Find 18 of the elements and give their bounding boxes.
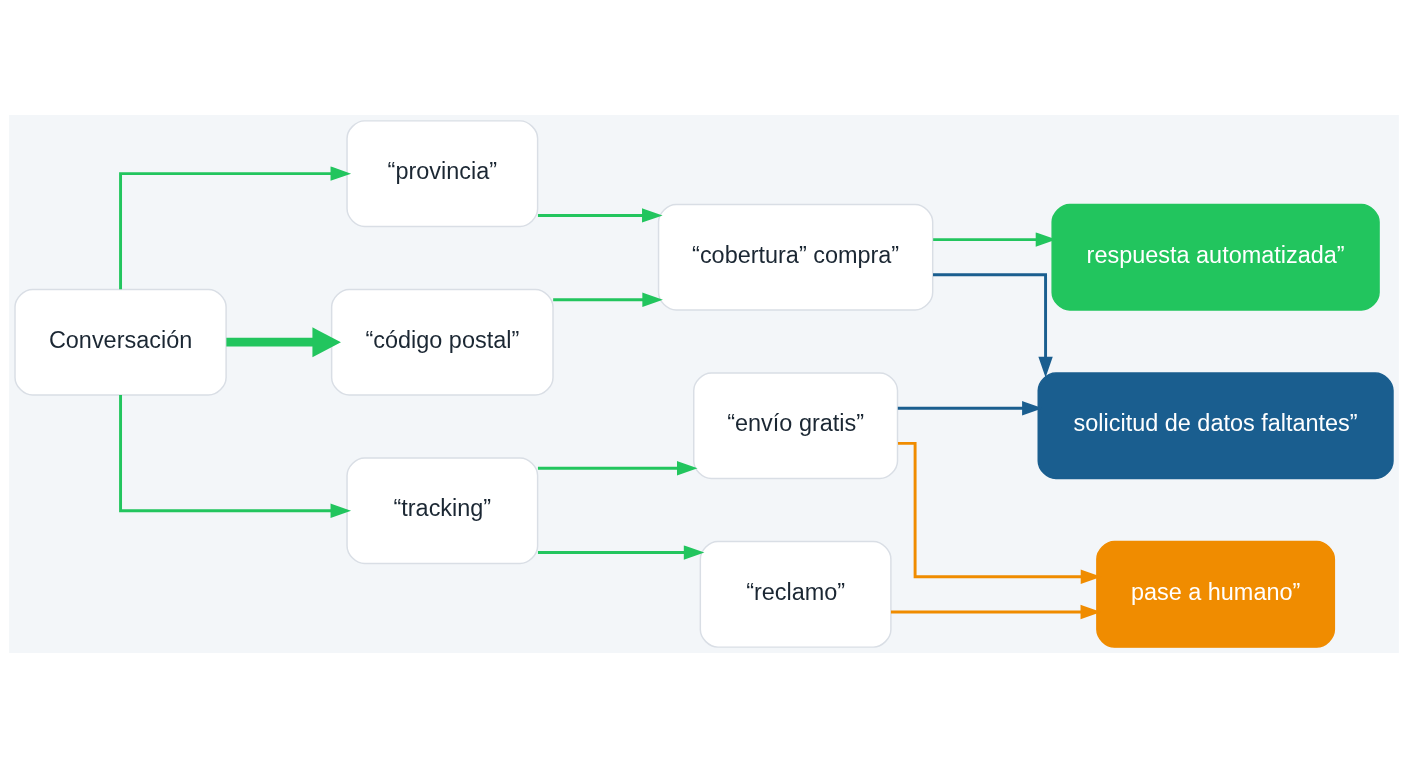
node-box: “código postal” — [330, 288, 554, 396]
node-box: “cobertura” compra” — [657, 203, 934, 311]
arrow — [553, 292, 663, 307]
arrow — [537, 545, 705, 560]
arrow — [119, 166, 352, 290]
node-box: “provincia” — [346, 120, 539, 228]
arrow — [226, 327, 341, 358]
arrow — [933, 273, 1053, 378]
node-box: “reclamo” — [699, 540, 892, 648]
arrow — [537, 208, 663, 223]
node-box: pase a humano” — [1096, 540, 1336, 648]
node-box: respuesta automatizada” — [1051, 203, 1380, 311]
arrow — [537, 461, 698, 476]
node-box: “tracking” — [346, 457, 539, 565]
node-box: “envío gratis” — [693, 372, 899, 480]
node-box: solicitud de datos faltantes” — [1037, 372, 1394, 480]
node-box: Conversación — [14, 288, 227, 396]
arrow — [119, 395, 352, 518]
